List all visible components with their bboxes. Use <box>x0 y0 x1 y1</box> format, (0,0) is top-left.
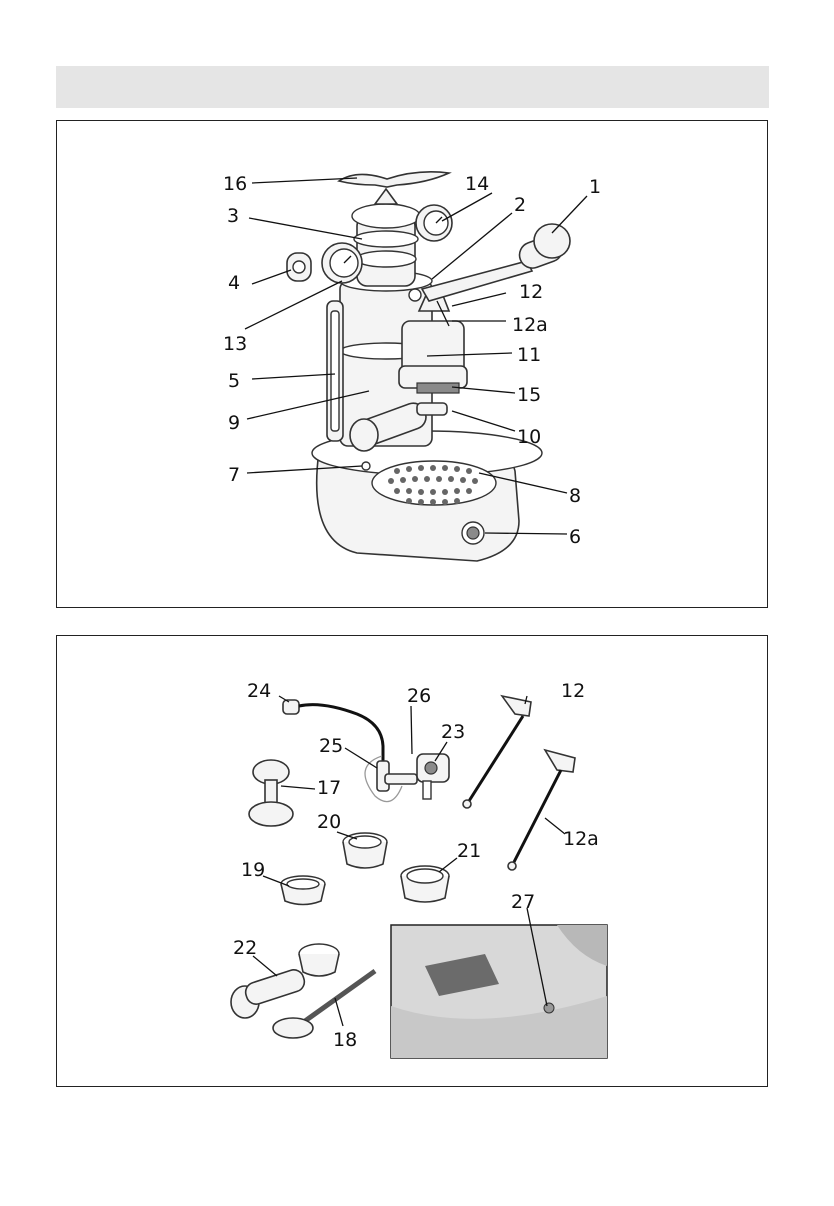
callout-7: 7 <box>228 464 240 486</box>
lever-part-12 <box>463 696 531 808</box>
filter-basket-19 <box>281 876 325 905</box>
pressure-gauge-right <box>416 205 452 241</box>
inset-detail-27 <box>391 925 607 1058</box>
callout-25: 25 <box>319 735 343 757</box>
callout-17: 17 <box>317 777 341 799</box>
callout-15: 15 <box>517 384 541 406</box>
callout-23: 23 <box>441 721 465 743</box>
eagle-ornament <box>339 172 449 187</box>
callout-3: 3 <box>227 205 239 227</box>
callout-24: 24 <box>247 680 271 702</box>
machine-diagram: 16 14 1 3 2 4 12 12a 13 11 5 15 9 10 7 8… <box>57 121 769 609</box>
pressure-gauge-left <box>322 243 362 283</box>
callout-1: 1 <box>589 176 601 198</box>
callout-16: 16 <box>223 173 247 195</box>
valve-assembly-part <box>417 754 449 799</box>
machine-base <box>312 431 542 561</box>
callout-6: 6 <box>569 526 581 548</box>
filter-basket-20 <box>343 833 387 868</box>
callout-10: 10 <box>517 426 541 448</box>
sight-glass <box>327 301 343 441</box>
callout-21: 21 <box>457 840 481 862</box>
callout-22: 22 <box>233 937 257 959</box>
callout-26: 26 <box>407 685 431 707</box>
header-bar <box>56 66 769 108</box>
callout-11: 11 <box>517 344 541 366</box>
callout-19: 19 <box>241 859 265 881</box>
callout-9: 9 <box>228 412 240 434</box>
parts-diagram-panel: 24 26 12 23 25 17 12a 20 21 19 27 22 18 <box>56 635 768 1087</box>
parts-diagram: 24 26 12 23 25 17 12a 20 21 19 27 22 18 <box>57 636 769 1088</box>
callout-27: 27 <box>511 891 535 913</box>
callout-18: 18 <box>333 1029 357 1051</box>
callout-5: 5 <box>228 370 240 392</box>
lever-part-12a <box>508 750 575 870</box>
boiler-top <box>352 189 420 286</box>
steam-knob <box>287 253 311 281</box>
callout-14: 14 <box>465 173 489 195</box>
callout-2: 2 <box>514 194 526 216</box>
machine-diagram-panel: 16 14 1 3 2 4 12 12a 13 11 5 15 9 10 7 8… <box>56 120 768 608</box>
callout-12a: 12a <box>563 828 599 850</box>
callout-12: 12 <box>561 680 585 702</box>
tamper-part <box>249 760 293 826</box>
callout-4: 4 <box>228 272 240 294</box>
callout-12a: 12a <box>512 314 548 336</box>
callout-8: 8 <box>569 485 581 507</box>
callout-20: 20 <box>317 811 341 833</box>
callout-12: 12 <box>519 281 543 303</box>
filter-basket-21 <box>401 866 449 902</box>
callout-13: 13 <box>223 333 247 355</box>
